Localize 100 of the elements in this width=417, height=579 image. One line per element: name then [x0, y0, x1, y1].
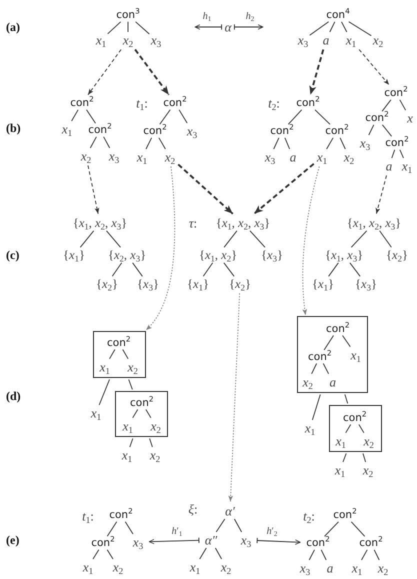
edge-label: h$_{1}$: [202, 12, 212, 22]
tree-edge: [350, 521, 366, 537]
tree-edge: [322, 363, 330, 374]
tree-edge: [324, 335, 334, 350]
tree-edge: [199, 548, 207, 560]
tree-edge: [311, 363, 318, 374]
tree-edge: [145, 409, 152, 418]
variable-label: x$_{1}$: [304, 422, 316, 434]
set-label: {x$_{2}$, x$_{3}$}: [108, 248, 146, 262]
tree-edge: [345, 424, 352, 434]
tree-edge: [391, 149, 396, 158]
tree-edge: [379, 230, 392, 248]
tree-name: t$_{2}$:: [268, 96, 280, 110]
tree-edge: [382, 124, 392, 137]
tree-edge: [86, 109, 96, 124]
constructor-label: con$^{2}$: [384, 88, 408, 98]
tree-edge: [90, 136, 97, 148]
set-label: {x$_{1}$}: [312, 278, 334, 290]
tree-edge: [107, 21, 122, 34]
tree-edge: [80, 230, 94, 248]
variable-label: x$_{3}$: [108, 150, 120, 162]
tree-edge: [399, 99, 406, 111]
constructor-label: con$^{4}$: [326, 10, 350, 20]
dotted-arrow: [302, 166, 320, 316]
subtree-box: [115, 391, 168, 437]
variable-label: x$_{2}$: [362, 464, 374, 476]
constructor-label: con$^{2}$: [109, 510, 133, 520]
variable-label: x$_{2}$: [128, 360, 138, 374]
variable-label: x$_{3}$: [298, 34, 308, 46]
set-label: {x$_{1}$, x$_{3}$}: [324, 248, 364, 262]
tree-edge: [135, 21, 150, 34]
variable-label: x: [407, 112, 413, 124]
variable-label: x$_{3}$: [360, 136, 370, 150]
constructor-label: con$^{3}$: [116, 10, 140, 20]
edge-label: h′$_{1}$: [172, 527, 182, 537]
tree-edge: [341, 21, 348, 32]
tree-name: t$_{1}$:: [136, 96, 148, 110]
dashed-arrow: [376, 175, 387, 214]
tree-edge: [98, 379, 110, 406]
variable-label: x$_{2}$: [364, 434, 374, 448]
variable-label: x$_{1}$: [100, 360, 110, 374]
dashed-arrow: [358, 49, 390, 86]
constructor-label: con$^{2}$: [343, 412, 367, 424]
variable-label: a: [322, 34, 330, 46]
variable-label: a: [386, 160, 392, 172]
variable-label: x$_{2}$: [150, 448, 160, 462]
set-label: {x$_{1}$, x$_{2}$}: [198, 248, 238, 262]
symbol-label: α: [224, 20, 232, 34]
maps-to-arrow: [148, 537, 200, 544]
maps-to-arrow: [234, 24, 264, 30]
dashed-arrow: [88, 165, 100, 214]
variable-label: x$_{1}$: [62, 122, 72, 136]
constructor-label: con$^{2}$: [130, 398, 154, 408]
tree-edge: [250, 230, 266, 248]
tree-edge: [340, 137, 346, 150]
tree-edge: [132, 409, 138, 418]
dotted-arrow: [228, 292, 240, 502]
constructor-label: con$^{2}$: [365, 112, 389, 124]
tree-edge: [128, 379, 133, 390]
tree-edge: [349, 262, 361, 277]
tree-edge: [202, 262, 214, 277]
variable-label: x$_{1}$: [402, 160, 412, 172]
row-label: (b): [6, 122, 21, 134]
tree-edge: [106, 521, 118, 537]
variable-label: x$_{3}$: [132, 536, 144, 548]
tree-edge: [326, 137, 334, 150]
row-label: (a): [6, 21, 20, 33]
tree-edge: [106, 230, 121, 248]
constructor-label: con$^{2}$: [385, 138, 409, 148]
variable-label: x$_{1}$: [352, 562, 362, 574]
tree-edge: [399, 149, 404, 158]
variable-label: x$_{1}$: [90, 406, 102, 420]
edge-label: h′$_{2}$: [266, 527, 278, 537]
variable-label: x$_{2}$: [122, 34, 134, 46]
tree-edge: [149, 438, 153, 448]
constructor-label: con$^{2}$: [163, 98, 187, 108]
tree-name: t$_{1}$:: [82, 510, 94, 522]
variable-label: x$_{1}$: [122, 448, 132, 462]
variable-label: x$_{1}$: [346, 34, 356, 46]
tree-edge: [284, 137, 290, 150]
variable-label: x$_{3}$: [186, 124, 198, 138]
constructor-label: con$^{2}$: [70, 98, 94, 108]
subtree-box: [93, 331, 146, 378]
tree-edge: [178, 109, 188, 124]
tree-edge: [312, 394, 321, 420]
variable-label: x$_{3}$: [300, 562, 310, 574]
variable-label: x$_{1}$: [96, 34, 106, 46]
subtree-box: [329, 405, 382, 452]
dashed-arrow: [309, 49, 324, 96]
constructor-label: con$^{2}$: [270, 126, 294, 136]
set-label: {x$_{3}$}: [355, 278, 377, 290]
constructor-label: con$^{2}$: [296, 98, 320, 108]
set-label: {x$_{1}$, x$_{2}$, x$_{3}$}: [72, 216, 128, 230]
tree-edge: [342, 335, 351, 348]
constructor-label: con$^{2}$: [325, 126, 349, 136]
constructor-label: con$^{2}$: [91, 538, 115, 548]
tree-edge: [368, 124, 374, 136]
variable-label: x$_{2}$: [372, 34, 384, 46]
variable-label: x$_{2}$: [80, 150, 92, 162]
variable-label: x$_{2}$: [220, 560, 232, 574]
